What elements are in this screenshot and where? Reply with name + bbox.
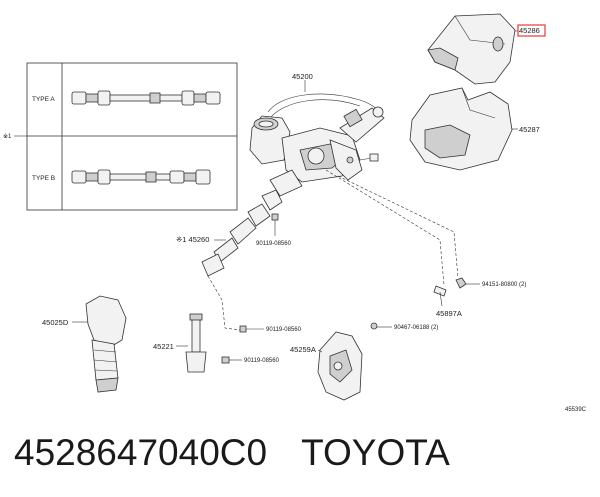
note-mark: ※1 — [3, 133, 12, 140]
type-a-label: TYPE A — [32, 96, 55, 103]
bolt-upper: 90119-08560 — [256, 213, 292, 247]
column-bracket: 45259A — [290, 331, 363, 401]
steering-column-assembly: 45200 — [249, 72, 385, 197]
label-45260: ※1 45260 — [176, 235, 209, 244]
caption: 4528647040C0 TOYOTA — [14, 432, 450, 474]
sliding-yoke: 45221 — [153, 313, 207, 373]
label-90119-b: 90119-08560 — [266, 327, 302, 333]
label-45025d: 45025D — [42, 318, 69, 327]
highlight-box — [517, 24, 546, 37]
label-45897a: 45897A — [436, 309, 462, 318]
label-90119-a: 90119-08560 — [256, 241, 292, 247]
bolt-lower: 90119-08560 — [221, 356, 280, 364]
part-number: 4528647040C0 — [14, 432, 268, 473]
label-45286: 45286 — [519, 26, 540, 35]
bolt-94151: 94151-80800 (2) — [455, 277, 526, 289]
label-94151: 94151-80800 (2) — [482, 282, 526, 288]
diagram-ref: 45539C — [565, 407, 587, 413]
clip-90467: 90467-06188 (2) — [370, 322, 438, 331]
type-b-shaft — [71, 169, 211, 185]
label-90119-c: 90119-08560 — [244, 358, 280, 364]
label-45287: 45287 — [519, 125, 540, 134]
brand-name: TOYOTA — [301, 432, 450, 473]
label-45221: 45221 — [153, 342, 174, 351]
parts-diagram: ※1 TYPE A TYPE B — [3, 13, 587, 413]
label-90467: 90467-06188 (2) — [394, 325, 438, 331]
intermediate-shaft: ※1 45260 — [176, 189, 283, 277]
hole-cover-boot: 45025D — [42, 295, 127, 393]
label-45259a: 45259A — [290, 345, 316, 354]
shaft-type-inset: ※1 TYPE A TYPE B — [3, 62, 238, 211]
lower-column-cover: 45287 — [409, 87, 540, 171]
type-b-label: TYPE B — [32, 175, 55, 182]
type-a-shaft — [71, 90, 221, 106]
upper-column-cover: 45286 — [427, 13, 546, 85]
label-45200: 45200 — [292, 72, 313, 81]
bolt-45897a: 45897A — [433, 285, 462, 318]
bolt-middle: 90119-08560 — [239, 325, 302, 333]
